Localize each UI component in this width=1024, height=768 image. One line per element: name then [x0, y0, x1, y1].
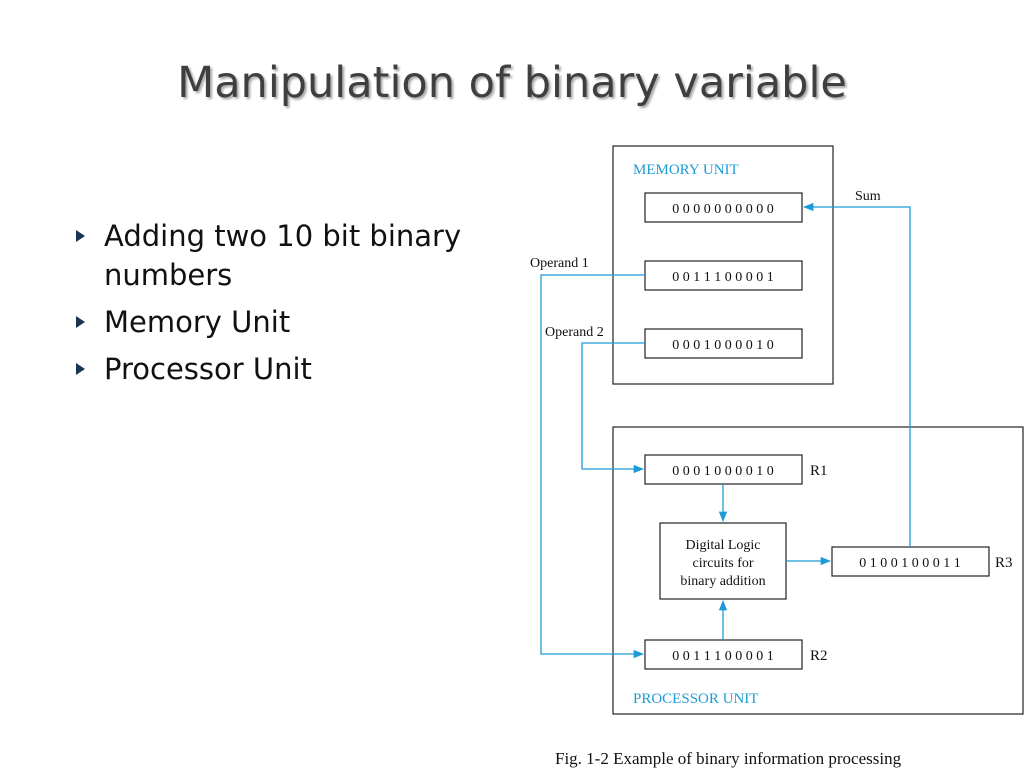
logic-circuit-line: binary addition [680, 574, 765, 589]
register-r2-name: R2 [810, 648, 828, 664]
memory-unit-box [612, 145, 834, 385]
memory-word: 0 0 0 0 0 0 0 0 0 0 [672, 202, 774, 217]
register-r1-name: R1 [810, 463, 828, 479]
bullet-list: Adding two 10 bit binary numbers Memory … [76, 217, 526, 397]
logic-circuit-box [659, 522, 787, 600]
register-r1-box [644, 454, 803, 485]
operand1-path-arrow [540, 274, 645, 659]
bullet-text: Processor Unit [104, 352, 312, 386]
processor-unit-box [612, 426, 1024, 715]
sum-path-arrow [802, 202, 911, 547]
memory-word: 0 0 0 1 0 0 0 0 1 0 [672, 338, 774, 353]
operand2-label: Operand 2 [545, 325, 604, 340]
bullet-item: Processor Unit [76, 350, 526, 389]
memory-word: 0 0 1 1 1 0 0 0 0 1 [672, 270, 774, 285]
sum-label: Sum [855, 189, 881, 204]
register-r3-box [831, 546, 990, 577]
bullet-text: Adding two 10 bit binary numbers [104, 219, 462, 292]
operand2-path-arrow [581, 342, 645, 474]
triangle-bullet-icon [76, 363, 85, 375]
bullet-item: Adding two 10 bit binary numbers [76, 217, 526, 295]
memory-word-box [644, 192, 803, 223]
register-r2-value: 0 0 1 1 1 0 0 0 0 1 [672, 649, 774, 664]
triangle-bullet-icon [76, 316, 85, 328]
slide-title: Manipulation of binary variable [177, 58, 847, 108]
memory-word-box [644, 328, 803, 359]
register-r3-value: 0 1 0 0 1 0 0 0 1 1 [859, 556, 961, 571]
bullet-text: Memory Unit [104, 305, 291, 339]
bullet-item: Memory Unit [76, 303, 526, 342]
register-r2-box [644, 639, 803, 670]
register-r3-name: R3 [995, 555, 1013, 571]
logic-circuit-line: Digital Logic [685, 538, 760, 553]
logic-circuit-line: circuits for [692, 556, 753, 571]
operand1-label: Operand 1 [530, 256, 589, 271]
figure-caption: Fig. 1-2 Example of binary information p… [555, 749, 902, 768]
processor-unit-label: PROCESSOR UNIT [633, 691, 758, 707]
triangle-bullet-icon [76, 230, 85, 242]
register-r1-value: 0 0 0 1 0 0 0 0 1 0 [672, 464, 774, 479]
memory-unit-label: MEMORY UNIT [633, 162, 739, 178]
